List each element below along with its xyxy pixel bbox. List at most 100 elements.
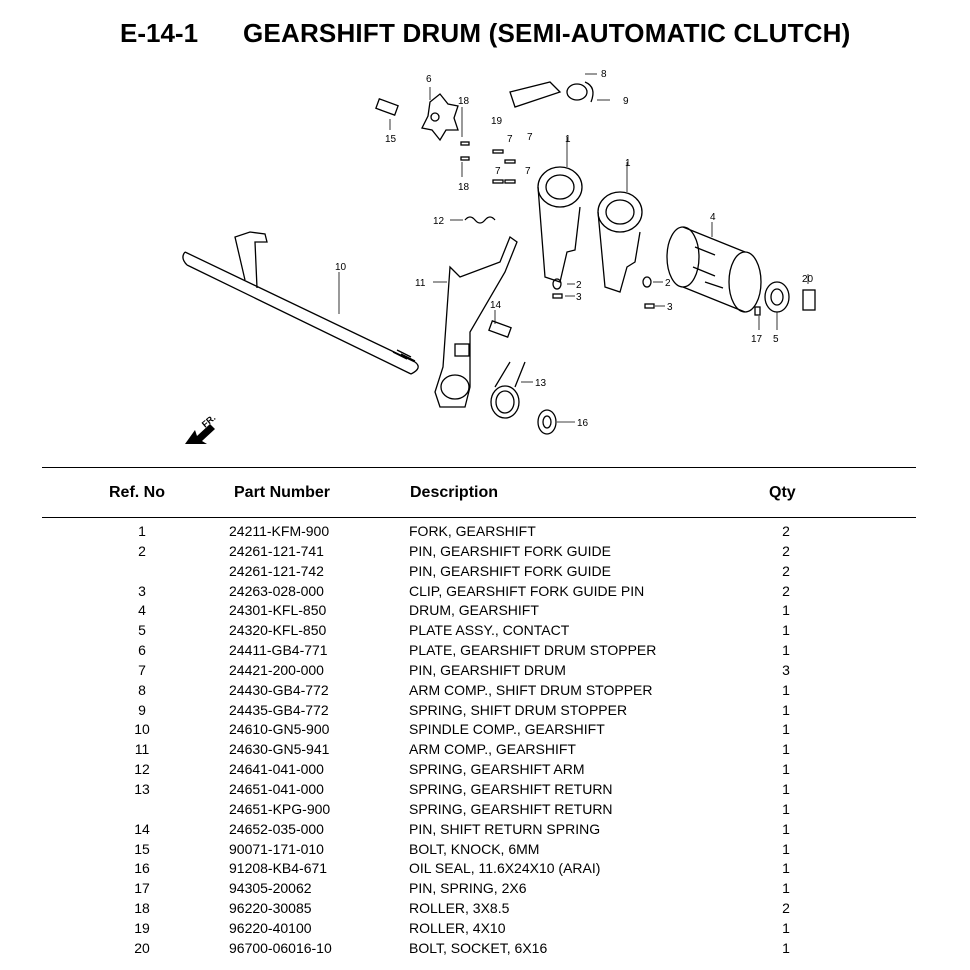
return-spring [490, 361, 526, 419]
leader-lines [338, 73, 809, 423]
description-cell: ARM COMP., SHIFT DRUM STOPPER [409, 681, 653, 698]
knock-bolt [375, 98, 399, 116]
description-cell: PIN, GEARSHIFT FORK GUIDE [409, 542, 611, 559]
ref-cell: 12 [134, 761, 150, 778]
stopper-plate [421, 93, 459, 142]
qty-cell: 2 [782, 900, 790, 917]
gearshift-arm-spring [464, 216, 496, 224]
description-cell: ARM COMP., GEARSHIFT [409, 741, 576, 758]
qty-cell: 1 [782, 820, 790, 837]
qty-cell: 1 [782, 741, 790, 758]
ref-cell: 3 [138, 582, 146, 599]
callout-7d: 7 [525, 166, 531, 177]
ref-cell: 1 [138, 523, 146, 539]
parts-diagram: 10 6 18 18 19 7 7 7 7 1 1 4 8 9 15 12 11… [182, 69, 816, 444]
fork-guide-pins [552, 276, 655, 309]
part-number-cell: 94305-20062 [229, 880, 312, 897]
socket-bolt [802, 289, 816, 311]
callout-6: 6 [426, 74, 432, 85]
part-number-cell: 24320-KFL-850 [229, 622, 327, 639]
callout-4: 4 [710, 212, 716, 223]
front-direction-label: FR. [200, 413, 218, 430]
ref-cell: 15 [134, 840, 150, 857]
description-cell: ROLLER, 3X8.5 [409, 900, 510, 917]
ref-cell: 10 [134, 721, 150, 738]
callout-3b: 3 [667, 302, 673, 313]
ref-cell: 5 [138, 622, 146, 639]
description-cell: PLATE, GEARSHIFT DRUM STOPPER [409, 642, 657, 659]
qty-cell: 2 [782, 582, 790, 599]
qty-cell: 1 [782, 721, 790, 738]
callout-7c: 7 [495, 166, 501, 177]
description-cell: DRUM, GEARSHIFT [409, 602, 539, 619]
description-cell: BOLT, SOCKET, 6X16 [409, 939, 548, 956]
qty-cell: 1 [782, 701, 790, 718]
qty-cell: 1 [782, 642, 790, 659]
ref-cell: 2 [138, 542, 146, 559]
ref-cell: 20 [134, 939, 150, 956]
callout-9: 9 [623, 96, 629, 107]
contact-plate [764, 281, 790, 313]
description-cell: ROLLER, 4X10 [409, 919, 506, 936]
part-number-cell: 96700-06016-10 [229, 939, 332, 956]
spindle-shaft [182, 231, 419, 375]
qty-cell: 1 [782, 939, 790, 956]
description-cell: SPINDLE COMP., GEARSHIFT [409, 721, 605, 738]
qty-cell: 1 [782, 761, 790, 778]
callout-12: 12 [433, 216, 445, 227]
part-number-cell: 24211-KFM-900 [229, 523, 330, 539]
oil-seal [537, 409, 557, 435]
callout-5: 5 [773, 334, 779, 345]
ref-cell: 6 [138, 642, 146, 659]
table-row: 24651-KPG-900 SPRING, GEARSHIFT RETURN 1 [0, 800, 970, 820]
part-number-cell: 24301-KFL-850 [229, 602, 327, 619]
callout-3a: 3 [576, 292, 582, 303]
description-cell: FORK, GEARSHIFT [409, 523, 536, 539]
page-title: GEARSHIFT DRUM (SEMI-AUTOMATIC CLUTCH) [243, 18, 851, 48]
callout-19: 19 [491, 116, 503, 127]
description-cell: CLIP, GEARSHIFT FORK GUIDE PIN [409, 582, 645, 599]
description-cell: SPRING, GEARSHIFT ARM [409, 761, 585, 778]
callout-labels: 10 6 18 18 19 7 7 7 7 1 1 4 8 9 15 12 11… [335, 69, 814, 429]
qty-cell: 1 [782, 602, 790, 619]
part-number-cell: 24651-KPG-900 [229, 800, 331, 817]
ref-cell: 19 [134, 919, 150, 936]
qty-cell: 2 [782, 562, 790, 579]
col-header-ref: Ref. No [109, 484, 165, 501]
part-number-cell: 24430-GB4-772 [229, 681, 329, 698]
callout-7b: 7 [527, 132, 533, 143]
part-number-cell: 96220-40100 [229, 919, 312, 936]
ref-cell: 7 [138, 661, 146, 678]
part-number-cell: 24652-035-000 [229, 820, 324, 837]
part-number-cell: 90071-171-010 [229, 840, 324, 857]
part-number-cell: 96220-30085 [229, 900, 312, 917]
description-cell: SPRING, SHIFT DRUM STOPPER [409, 701, 628, 718]
description-cell: PIN, SHIFT RETURN SPRING [409, 820, 601, 837]
callout-1a: 1 [565, 134, 571, 145]
table-header-rule [42, 517, 916, 518]
qty-cell: 1 [782, 800, 790, 817]
part-number-cell: 24630-GN5-941 [229, 741, 330, 758]
table-top-rule [42, 467, 916, 468]
callout-15: 15 [385, 134, 397, 145]
part-number-cell: 24435-GB4-772 [229, 701, 329, 718]
qty-cell: 1 [782, 622, 790, 639]
description-cell: SPRING, GEARSHIFT RETURN [409, 800, 613, 817]
qty-cell: 1 [782, 880, 790, 897]
title-row: E-14-1 GEARSHIFT DRUM (SEMI-AUTOMATIC CL… [0, 18, 970, 54]
